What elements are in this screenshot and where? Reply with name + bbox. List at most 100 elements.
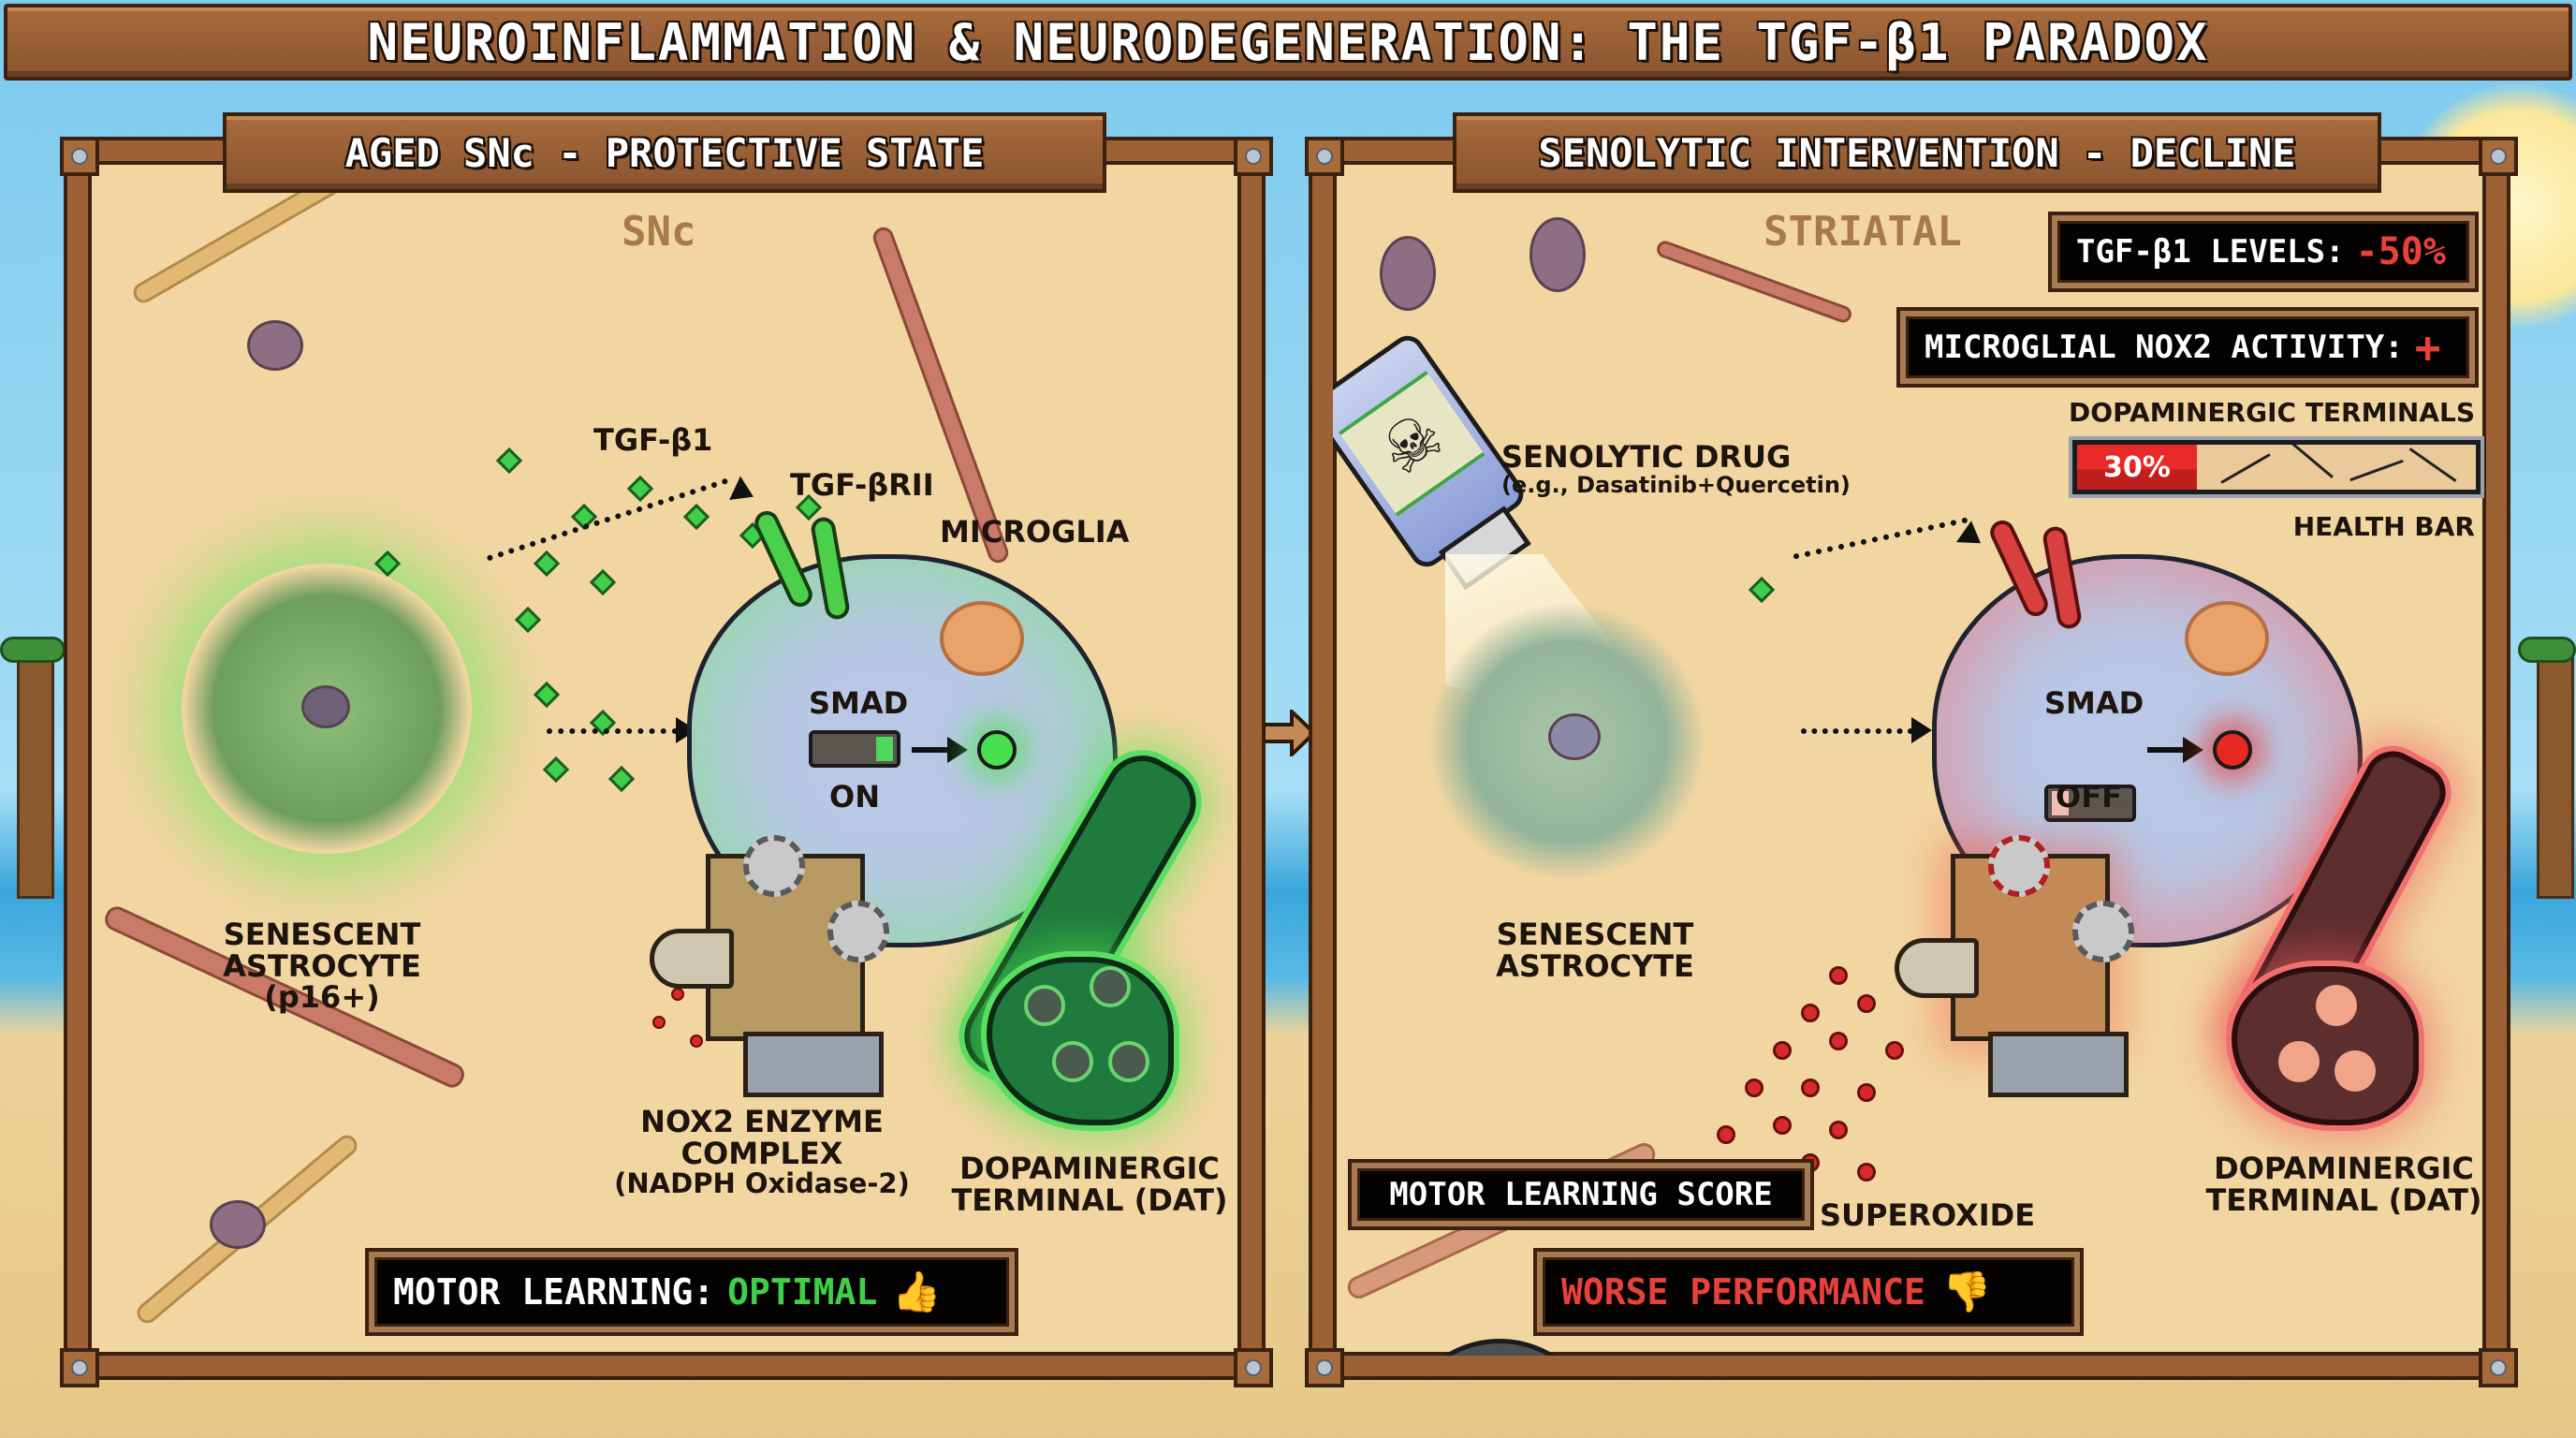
dopamine-vesicle (2316, 985, 2357, 1026)
microglia-nucleus (2185, 601, 2269, 676)
senolytic-drug-bottle: ☠ (1333, 329, 1531, 591)
crack (2349, 459, 2404, 482)
nox2-activity-label: MICROGLIAL NOX2 ACTIVITY: (1925, 329, 2404, 366)
label-tgf-beta-rii: TGF-βRII (790, 467, 934, 503)
crack (2408, 448, 2457, 482)
smad-state: OFF (2056, 779, 2122, 814)
background-neuron-nucleus (1380, 236, 1436, 311)
nox2-nozzle (1895, 938, 1979, 998)
dopaminergic-health-bar: 30% (2072, 440, 2481, 494)
background-neuron-nucleus (247, 320, 303, 371)
bolt-icon (2479, 137, 2518, 176)
label-senescent-astrocyte: SENESCENT ASTROCYTE (1496, 917, 1694, 984)
superoxide-particle (1801, 1078, 1820, 1097)
superoxide-particle (1773, 1116, 1792, 1135)
arrow-head (2183, 737, 2203, 763)
health-bar-caption: HEALTH BAR (2292, 511, 2475, 542)
astrocyte-nucleus (301, 685, 350, 728)
arrow-right (912, 747, 949, 753)
smad-switch-off (2044, 785, 2136, 822)
nox2-activity-indicator: MICROGLIAL NOX2 ACTIVITY: + (1900, 311, 2475, 384)
palm-tree-right (2537, 655, 2574, 899)
gear-icon (743, 835, 805, 897)
worse-performance-status: WORSE PERFORMANCE 👎 (1537, 1252, 2080, 1332)
smad-label: SMAD (809, 685, 909, 721)
skull-crossbones-icon: ☠ (1339, 371, 1486, 517)
label-dopaminergic-terminal: DOPAMINERGIC TERMINAL (DAT) (951, 1151, 1228, 1218)
smad-label: SMAD (2044, 685, 2144, 721)
dotted-arrow-to-microglia (547, 728, 678, 734)
arrow-right (2147, 747, 2185, 753)
superoxide-particle (1717, 1125, 1735, 1144)
gear-icon (2072, 901, 2134, 962)
tgf-beta1-molecule (495, 447, 523, 475)
superoxide-particle (1885, 1041, 1904, 1060)
superoxide-particle (1829, 966, 1848, 985)
label-nox2-complex: NOX2 ENZYME COMPLEX (NADPH Oxidase-2) (614, 1104, 910, 1200)
tgf-levels-value: -50% (2355, 230, 2446, 273)
label-superoxide: SUPEROXIDE (1820, 1197, 2036, 1233)
label-senolytic-drug: SENOLYTIC DRUG (e.g., Dasatinib+Querceti… (1501, 439, 1851, 498)
background-neuron-nucleus (1530, 217, 1586, 292)
bolt-icon (2479, 1348, 2518, 1387)
panel-protective-state: SNc SENESCENT ASTROCYTE (p16+) TGF-β1 TG… (67, 140, 1262, 1376)
bolt-icon (1234, 137, 1273, 176)
superoxide-particle (1829, 1032, 1848, 1050)
panel-header-protective: AGED SNc - PROTECTIVE STATE (223, 112, 1106, 193)
superoxide-particle (1857, 1163, 1876, 1181)
superoxide-particle (1857, 1083, 1876, 1102)
led-red-indicator (2213, 730, 2252, 770)
superoxide-particle (1745, 1078, 1764, 1097)
gear-icon (827, 901, 889, 962)
motor-learning-gauge (1397, 1339, 1603, 1376)
label-senescent-astrocyte: SENESCENT ASTROCYTE (p16+) (223, 917, 421, 1016)
title-banner: NEUROINFLAMMATION & NEURODEGENERATION: T… (4, 4, 2572, 81)
bolt-icon (1305, 1348, 1344, 1387)
smad-state: ON (829, 779, 880, 814)
thumbs-down-icon: 👎 (1941, 1269, 1992, 1314)
thumbs-up-icon: 👍 (892, 1269, 942, 1314)
tgf-beta1-molecule (607, 765, 636, 793)
tgf-beta1-molecule (1748, 576, 1776, 604)
superoxide-particle (671, 988, 684, 1001)
crack (2289, 445, 2334, 478)
region-label-striatal: STRIATAL (1764, 208, 1962, 256)
motor-learning-score-label: MOTOR LEARNING SCORE (1352, 1163, 1810, 1226)
nox2-nozzle (650, 929, 734, 989)
tgf-beta1-molecule (533, 681, 561, 709)
superoxide-particle (1857, 994, 1876, 1013)
palm-leaf (0, 637, 66, 663)
tgf-beta1-molecule (514, 606, 542, 634)
arrow-head (1911, 717, 1932, 743)
gauge-arc (1414, 1357, 1585, 1376)
superoxide-particle (1801, 1004, 1820, 1022)
tgf-levels-label: TGF-β1 LEVELS: (2076, 233, 2345, 271)
bolt-icon (1234, 1348, 1273, 1387)
health-bar-title: DOPAMINERGIC TERMINALS (2069, 397, 2475, 428)
health-bar-fill: 30% (2077, 445, 2197, 490)
page-title: NEUROINFLAMMATION & NEURODEGENERATION: T… (367, 12, 2209, 72)
dopamine-vesicle (1108, 1041, 1149, 1082)
dotted-arrow-ligand (1793, 517, 1969, 560)
tgf-beta1-molecule (682, 503, 710, 531)
palm-tree-left (17, 655, 54, 899)
arrow-head (729, 476, 759, 509)
tgf-levels-indicator: TGF-β1 LEVELS: -50% (2052, 215, 2475, 288)
led-green-indicator (977, 730, 1017, 770)
dopamine-vesicle (2278, 1041, 2320, 1082)
health-bar-value: 30% (2102, 450, 2171, 484)
dopamine-vesicle (1052, 1041, 1093, 1082)
palm-leaf (2518, 637, 2576, 663)
bolt-icon (60, 1348, 99, 1387)
crack (2220, 453, 2271, 484)
panel-title-protective: AGED SNc - PROTECTIVE STATE (344, 129, 985, 176)
background-neuron-nucleus (210, 1200, 266, 1249)
superoxide-particle (690, 1034, 703, 1048)
dopaminergic-terminal-bulb (2232, 966, 2419, 1125)
nox2-activity-value: + (2414, 322, 2441, 373)
label-tgf-beta1: TGF-β1 (593, 422, 713, 458)
status-value-optimal: OPTIMAL (727, 1271, 878, 1313)
dotted-arrow-to-microglia (1801, 728, 1913, 734)
superoxide-particle (652, 1016, 666, 1029)
status-prefix: MOTOR LEARNING: (393, 1271, 715, 1313)
